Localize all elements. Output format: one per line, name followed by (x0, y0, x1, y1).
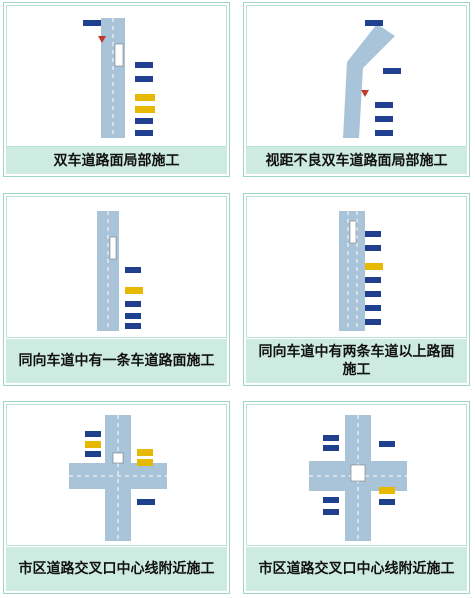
multi-lane-closure-diagram (339, 211, 383, 331)
diagram-caption[interactable]: 市区道路交叉口中心线附近施工 (6, 547, 227, 591)
curved-road-diagram (343, 20, 401, 138)
diagram-thumbnail[interactable] (246, 404, 467, 546)
diagram-thumbnail[interactable] (246, 196, 467, 338)
diagram-card[interactable]: 双车道路面局部施工 (3, 2, 230, 177)
diagram-card[interactable]: 同向车道中有两条车道以上路面施工 (243, 193, 470, 386)
diagram-card[interactable]: 市区道路交叉口中心线附近施工 (243, 401, 470, 594)
diagram-caption[interactable]: 视距不良双车道路面局部施工 (246, 147, 467, 174)
diagram-card[interactable]: 市区道路交叉口中心线附近施工 (3, 401, 230, 594)
diagram-caption[interactable]: 同向车道中有两条车道以上路面施工 (246, 339, 467, 383)
straight-road-diagram (83, 18, 155, 138)
diagram-card[interactable]: 同向车道中有一条车道路面施工 (3, 193, 230, 386)
diagram-caption[interactable]: 双车道路面局部施工 (6, 147, 227, 174)
diagram-caption[interactable]: 同向车道中有一条车道路面施工 (6, 339, 227, 383)
diagram-caption[interactable]: 市区道路交叉口中心线附近施工 (246, 547, 467, 591)
one-lane-closure-diagram (97, 211, 143, 331)
intersection-diagram (69, 415, 167, 541)
diagram-thumbnail[interactable] (246, 5, 467, 147)
diagram-card[interactable]: 视距不良双车道路面局部施工 (243, 2, 470, 177)
diagram-thumbnail[interactable] (6, 404, 227, 546)
intersection-diagram (309, 415, 407, 541)
diagram-thumbnail[interactable] (6, 196, 227, 338)
diagram-thumbnail[interactable] (6, 5, 227, 147)
